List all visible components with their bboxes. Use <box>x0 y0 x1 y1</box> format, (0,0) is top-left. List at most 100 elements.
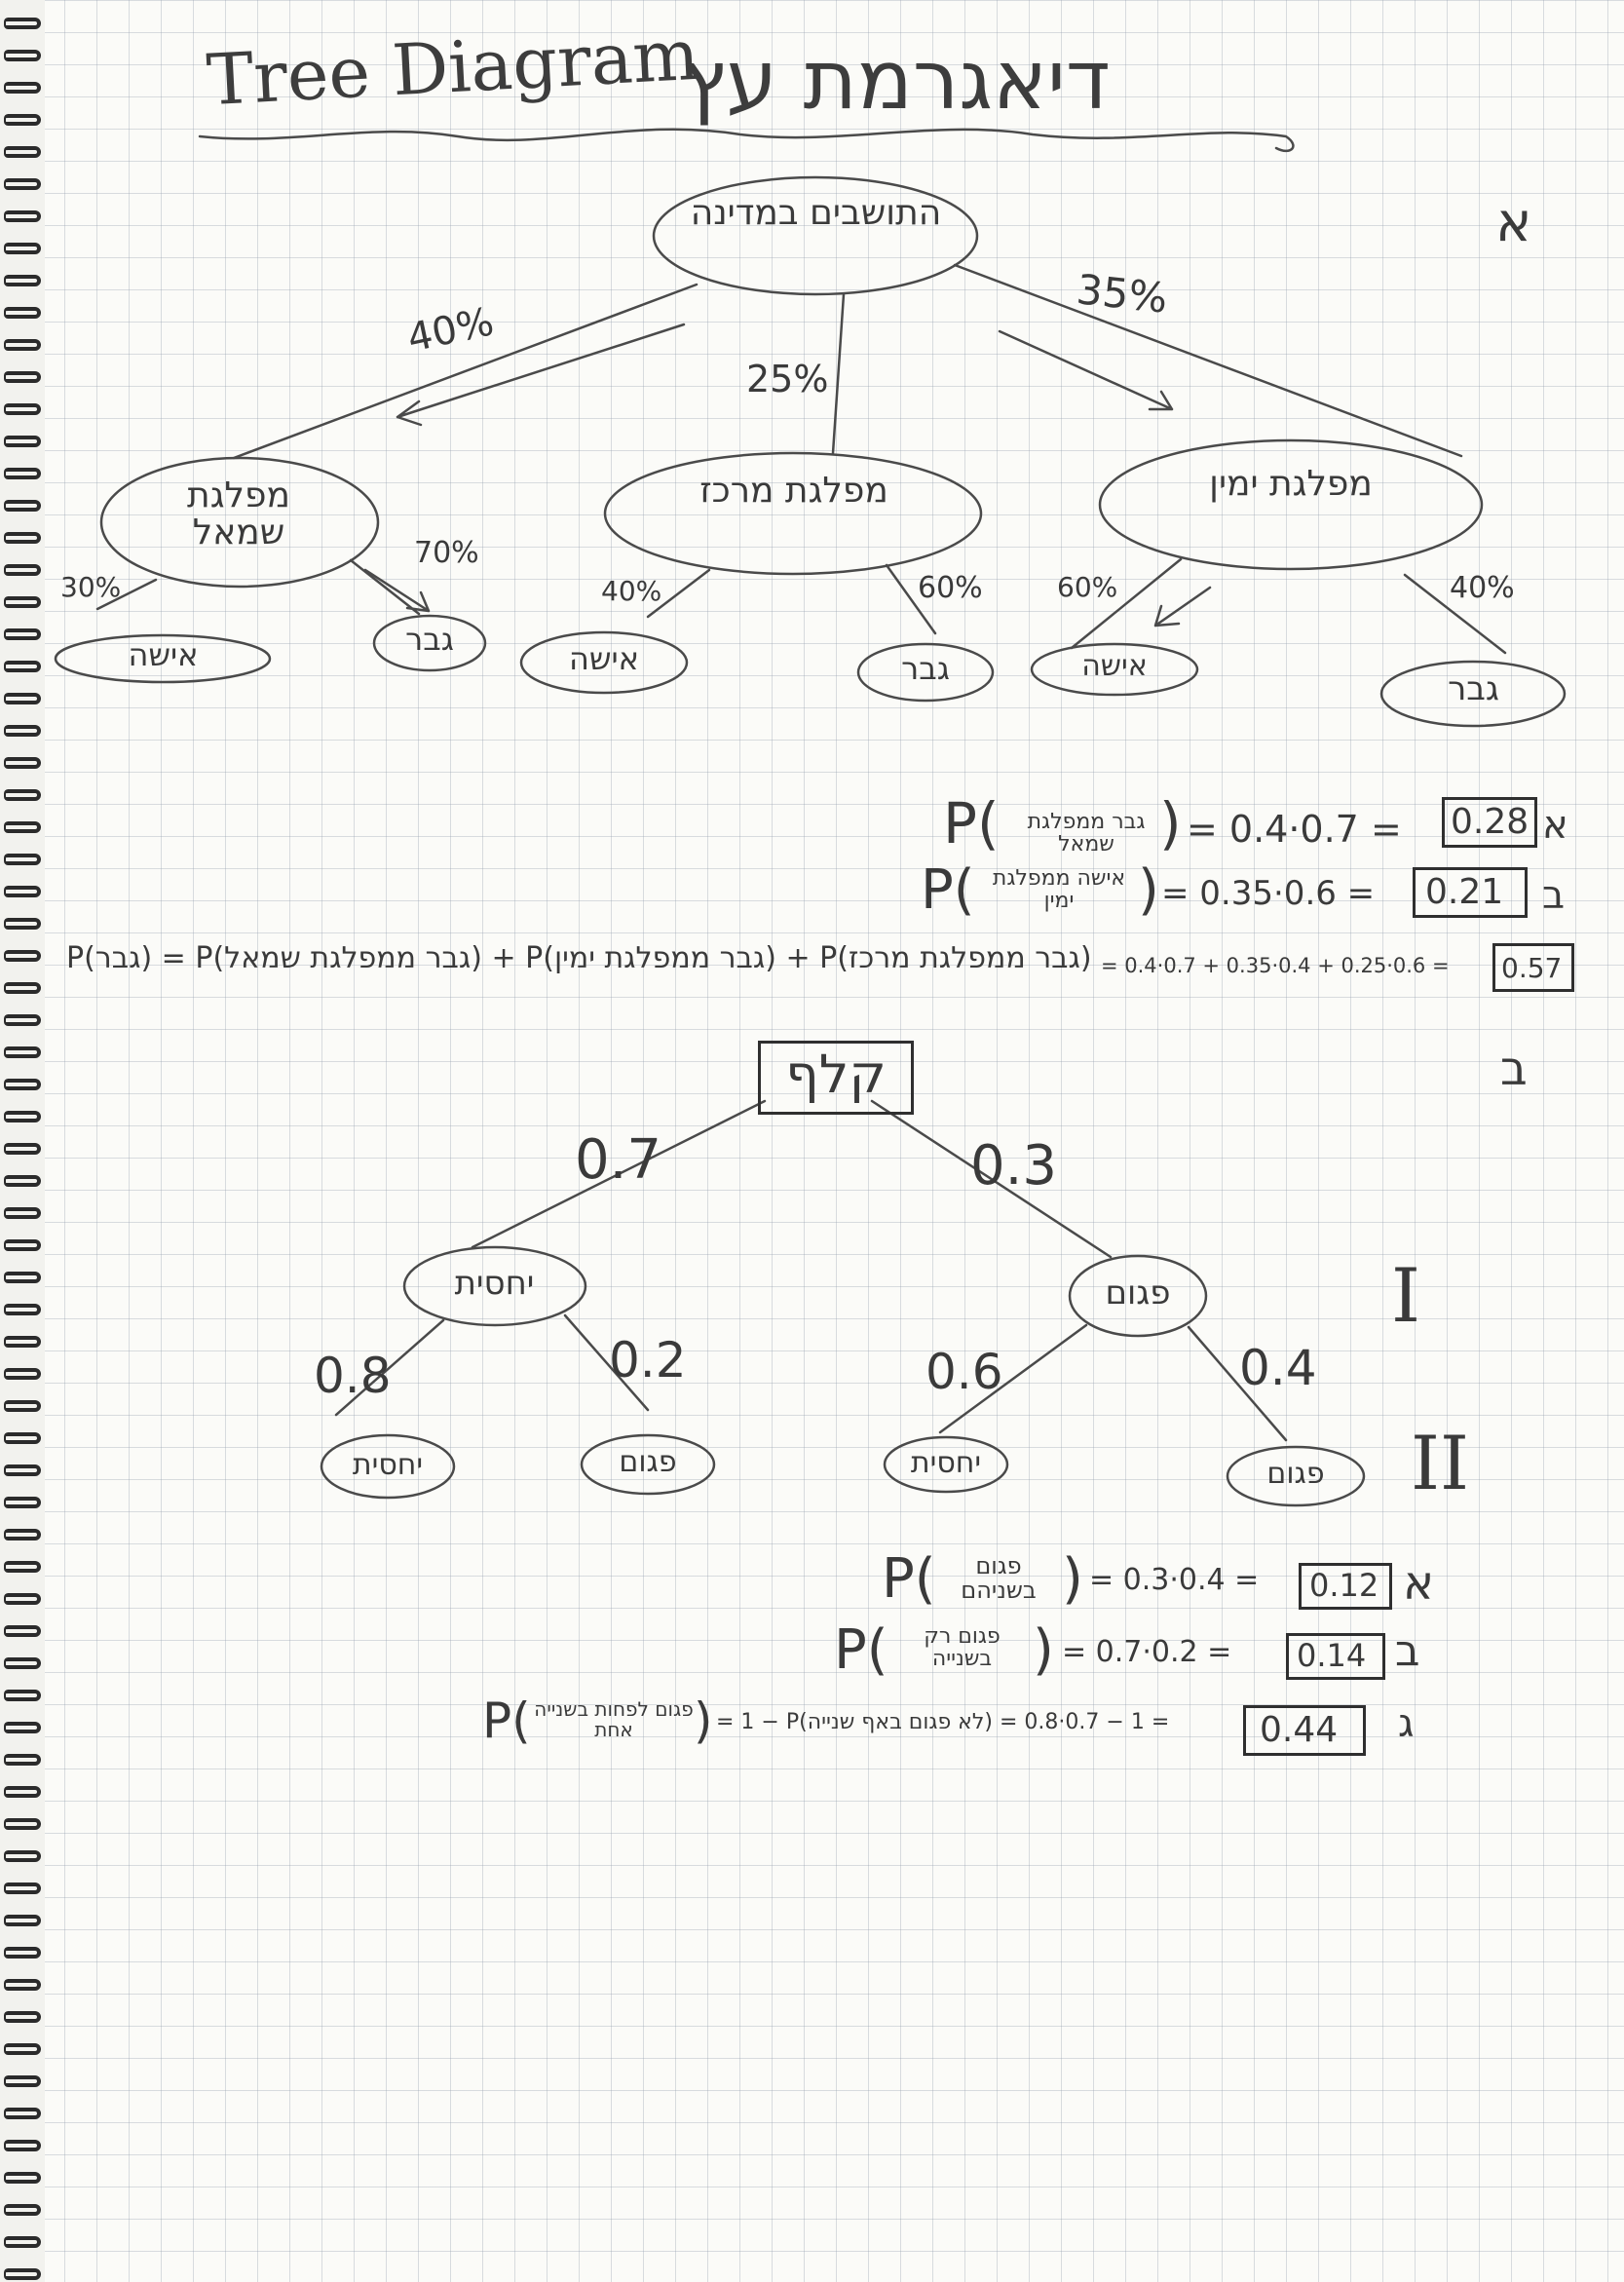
tree1-prob-center: 25% <box>746 358 829 400</box>
binding-coil <box>4 1947 41 1959</box>
binding-coil <box>4 1111 41 1122</box>
binding-coil <box>4 1850 41 1862</box>
binding-coil <box>4 661 41 672</box>
tree1-right-edge-woman <box>1070 557 1183 650</box>
tree1-center-node-label: מפלגת מרכז <box>699 471 888 511</box>
ans2-a-calc: = 0.3·0.4 = <box>1089 1563 1260 1597</box>
binding-coil <box>4 146 41 158</box>
binding-coil <box>4 789 41 801</box>
binding-coil <box>4 1722 41 1733</box>
ans2-c-P: P( <box>482 1692 531 1749</box>
ans1-a-letter: א <box>1542 803 1568 848</box>
tree1-prob-right: 35% <box>1074 265 1170 323</box>
tree2-leaf-2 <box>580 1433 716 1496</box>
ans1-a-P: P( <box>943 790 1000 856</box>
binding-coil <box>4 18 41 29</box>
binding-coil <box>4 1014 41 1026</box>
tree2-left-node-label: יחסית <box>454 1264 535 1303</box>
margin-mark-1: א <box>1495 191 1532 254</box>
ans2-c-event: פגום לפחות בשנייה אחת <box>534 1697 694 1741</box>
tree2-leaf-2-label: פגום <box>619 1445 677 1479</box>
tree2-root-box: קלף <box>758 1041 914 1115</box>
ans2-a-result: 0.12 <box>1309 1567 1379 1604</box>
tree2-right-edge-a <box>938 1323 1088 1434</box>
ans2-a-letter: א <box>1403 1556 1435 1611</box>
tree1-right-leaf-woman <box>1030 642 1199 697</box>
binding-coil <box>4 1368 41 1380</box>
tree1-right-arrow <box>1153 586 1212 628</box>
ans1-a-result-box: 0.28 <box>1442 797 1537 848</box>
binding-coil <box>4 2043 41 2055</box>
binding-coil <box>4 1432 41 1444</box>
tree1-left-arrow <box>363 568 431 613</box>
tree1-arrow-right <box>998 329 1174 411</box>
binding-coil <box>4 693 41 704</box>
tree1-center-leaf-man <box>856 642 995 703</box>
tree2-level-2: II <box>1411 1420 1470 1506</box>
binding-coil <box>4 1754 41 1766</box>
binding-coil <box>4 854 41 865</box>
binding-coil <box>4 1143 41 1155</box>
tree1-left-edge-woman <box>95 578 158 611</box>
ans2-c-calc: = 1 − P(לא פגום באף שנייה) = 1 − 0.7·0.8… <box>716 1710 1170 1734</box>
tree2-leaf-3 <box>883 1435 1009 1494</box>
tree1-right-man-prob: 40% <box>1450 571 1515 605</box>
ans2-a-close: ) <box>1062 1547 1083 1611</box>
binding-coil <box>4 628 41 640</box>
tree1-arrow-left <box>396 323 686 427</box>
binding-coil <box>4 468 41 479</box>
binding-coil <box>4 1529 41 1540</box>
binding-coil <box>4 114 41 126</box>
binding-coil <box>4 371 41 383</box>
binding-coil <box>4 1304 41 1315</box>
ans1-b-result-box: 0.21 <box>1413 867 1528 918</box>
ans2-b-result-box: 0.14 <box>1286 1633 1385 1680</box>
binding-coil <box>4 1239 41 1251</box>
binding-coil <box>4 1175 41 1187</box>
tree2-prob-right: 0.3 <box>970 1134 1058 1198</box>
tree1-center-man-label: גבר <box>901 650 950 687</box>
tree1-center-man-prob: 60% <box>918 571 983 605</box>
ans2-c-close: ) <box>694 1692 713 1749</box>
binding-coil <box>4 886 41 897</box>
binding-coil <box>4 2011 41 2023</box>
ans1-c-result-box: 0.57 <box>1492 943 1574 992</box>
ans2-b-event: פגום רק בשנייה <box>924 1624 1001 1672</box>
tree2-leaf-1-label: יחסית <box>352 1448 424 1482</box>
tree1-center-woman-label: אישה <box>568 640 640 677</box>
ans2-b-result: 0.14 <box>1297 1637 1367 1674</box>
ans1-c-lhs: P(גבר) = P(גבר ממפלגת שמאל) + P(גבר ממפל… <box>66 943 1092 974</box>
binding-coil <box>4 2108 41 2119</box>
binding-coil <box>4 1657 41 1669</box>
tree1-edge-left <box>232 283 699 460</box>
tree1-right-woman-prob: 60% <box>1057 571 1118 603</box>
binding-coil <box>4 564 41 576</box>
binding-coil <box>4 1625 41 1637</box>
tree2-prob-rr: 0.4 <box>1239 1340 1317 1396</box>
binding-coil <box>4 2268 41 2280</box>
spiral-binding <box>0 0 45 2282</box>
tree1-right-ellipse <box>1098 438 1484 571</box>
tree1-edge-center <box>831 292 846 455</box>
binding-coil <box>4 1915 41 1926</box>
tree2-left-ellipse <box>402 1245 587 1327</box>
tree1-left-woman-prob: 30% <box>60 571 122 603</box>
tree1-center-woman-prob: 40% <box>601 575 662 607</box>
binding-coil <box>4 1272 41 1283</box>
binding-coil <box>4 2204 41 2216</box>
binding-coil <box>4 596 41 608</box>
tree1-left-leaf-woman <box>54 633 272 684</box>
ans1-b-P: P( <box>921 858 975 922</box>
tree1-left-man-prob: 70% <box>414 536 479 570</box>
tree2-prob-rl: 0.6 <box>925 1344 1003 1400</box>
tree1-left-ellipse <box>99 456 380 589</box>
binding-coil <box>4 2140 41 2151</box>
ans1-b-result: 0.21 <box>1425 872 1504 912</box>
binding-coil <box>4 725 41 737</box>
binding-coil <box>4 982 41 994</box>
tree1-root-ellipse <box>652 175 979 296</box>
tree1-right-woman-label: אישה <box>1081 649 1148 683</box>
title-hebrew: דיאגרמת עץ <box>682 32 1111 128</box>
